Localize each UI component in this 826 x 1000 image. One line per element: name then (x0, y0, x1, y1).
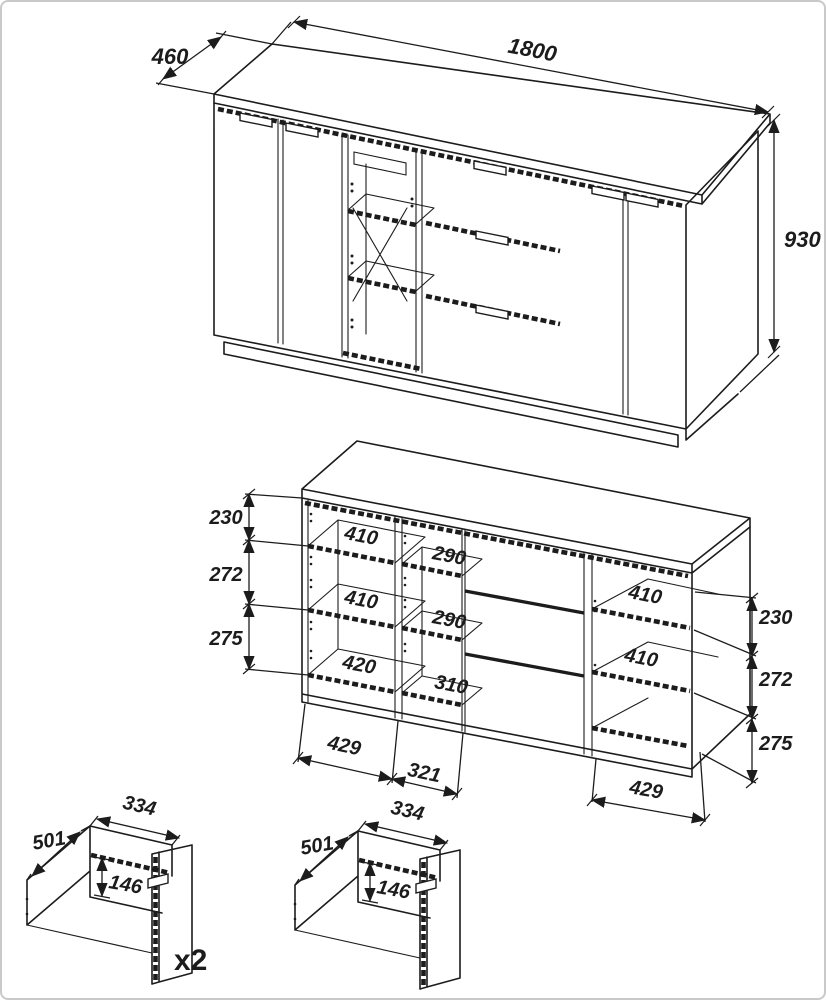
drawer-right-height-label: 146 (375, 876, 413, 904)
drawer-handle (475, 230, 509, 246)
interior-drawer-dividers (464, 589, 585, 678)
drawer-left-width-label: 334 (121, 792, 158, 821)
interior-view: 230 272 275 410 410 420 290 290 310 410 … (208, 440, 793, 827)
drawer-right-rim (294, 929, 421, 959)
dim-ticks (157, 15, 781, 359)
door-handle (591, 185, 625, 201)
cabinet-body-outline (213, 102, 759, 441)
drawer-handle (473, 160, 507, 176)
drawer-right-width-label: 334 (389, 797, 426, 826)
interior-body-outline (301, 497, 751, 778)
left-height-label-2: 272 (208, 564, 242, 586)
interior-shelf-hatching (304, 500, 691, 749)
shelf-pin-dots (309, 512, 597, 675)
height-dim-label: 930 (784, 227, 821, 252)
door-handle (239, 112, 273, 128)
left-dim-ticks (242, 488, 256, 675)
bottom-width-dim-2 (390, 776, 459, 797)
right-height-label-3: 275 (758, 733, 793, 755)
depth-dim-line (162, 36, 222, 80)
bottom-right-width-label: 429 (627, 776, 666, 804)
drawer-handle (475, 304, 509, 320)
left-shelf-width-1: 410 (342, 522, 380, 550)
left-height-label-3: 275 (208, 628, 243, 650)
drawer-left-handle (147, 873, 169, 889)
bottom-dim-ticks (292, 751, 711, 827)
right-shelf-width-1: 410 (626, 581, 664, 609)
drawer-right-width-dim (363, 821, 449, 846)
glass-section-interior (347, 151, 435, 335)
depth-dim-label: 460 (151, 44, 189, 69)
interior-panels (307, 499, 593, 757)
right-height-label-2: 272 (758, 669, 792, 691)
right-dim-ticks (745, 592, 759, 789)
assembled-view: 460 1800 930 (151, 15, 821, 448)
door-dividers (277, 118, 629, 416)
plinth (223, 341, 679, 448)
left-height-label-1: 230 (208, 507, 242, 529)
drawer-left-quantity-label: x2 (174, 944, 207, 977)
right-shelf-width-2: 410 (622, 644, 660, 672)
drawer-left-depth-dim (31, 831, 81, 877)
width-dim-line (292, 18, 770, 116)
drawer-right-handle (415, 878, 437, 894)
door-handle (625, 192, 659, 208)
middle-shelf-width-3: 310 (433, 671, 470, 699)
hinge-dots (350, 182, 414, 329)
width-dim-label: 1800 (506, 33, 560, 67)
drawer-left-height-label: 146 (107, 871, 145, 899)
bottom-width-dim-1 (296, 755, 394, 782)
left-shelf-width-2: 410 (342, 586, 380, 614)
left-extension-lines (244, 493, 309, 676)
right-height-label-1: 230 (758, 607, 792, 629)
drawer-right-view: 334 501 146 (293, 797, 461, 990)
drawer-left-view: 334 501 146 x2 (25, 792, 207, 985)
drawer-right-depth-dim (299, 836, 349, 882)
bottom-width-label-1: 429 (325, 732, 364, 761)
front-edge-hatching (217, 106, 685, 372)
bottom-right-width-dim (590, 796, 707, 824)
drawer-left-width-dim (95, 816, 181, 841)
interior-top-face (301, 440, 751, 574)
extension-lines (155, 21, 780, 393)
right-extension-lines (693, 591, 757, 784)
cabinet-top-face (213, 43, 771, 205)
glass-cross-icon (352, 207, 408, 302)
bottom-extension-lines (297, 703, 706, 823)
drawer-left-rim (26, 924, 153, 954)
interior-shelf-depth-lines (307, 519, 719, 729)
door-handle (285, 122, 319, 138)
